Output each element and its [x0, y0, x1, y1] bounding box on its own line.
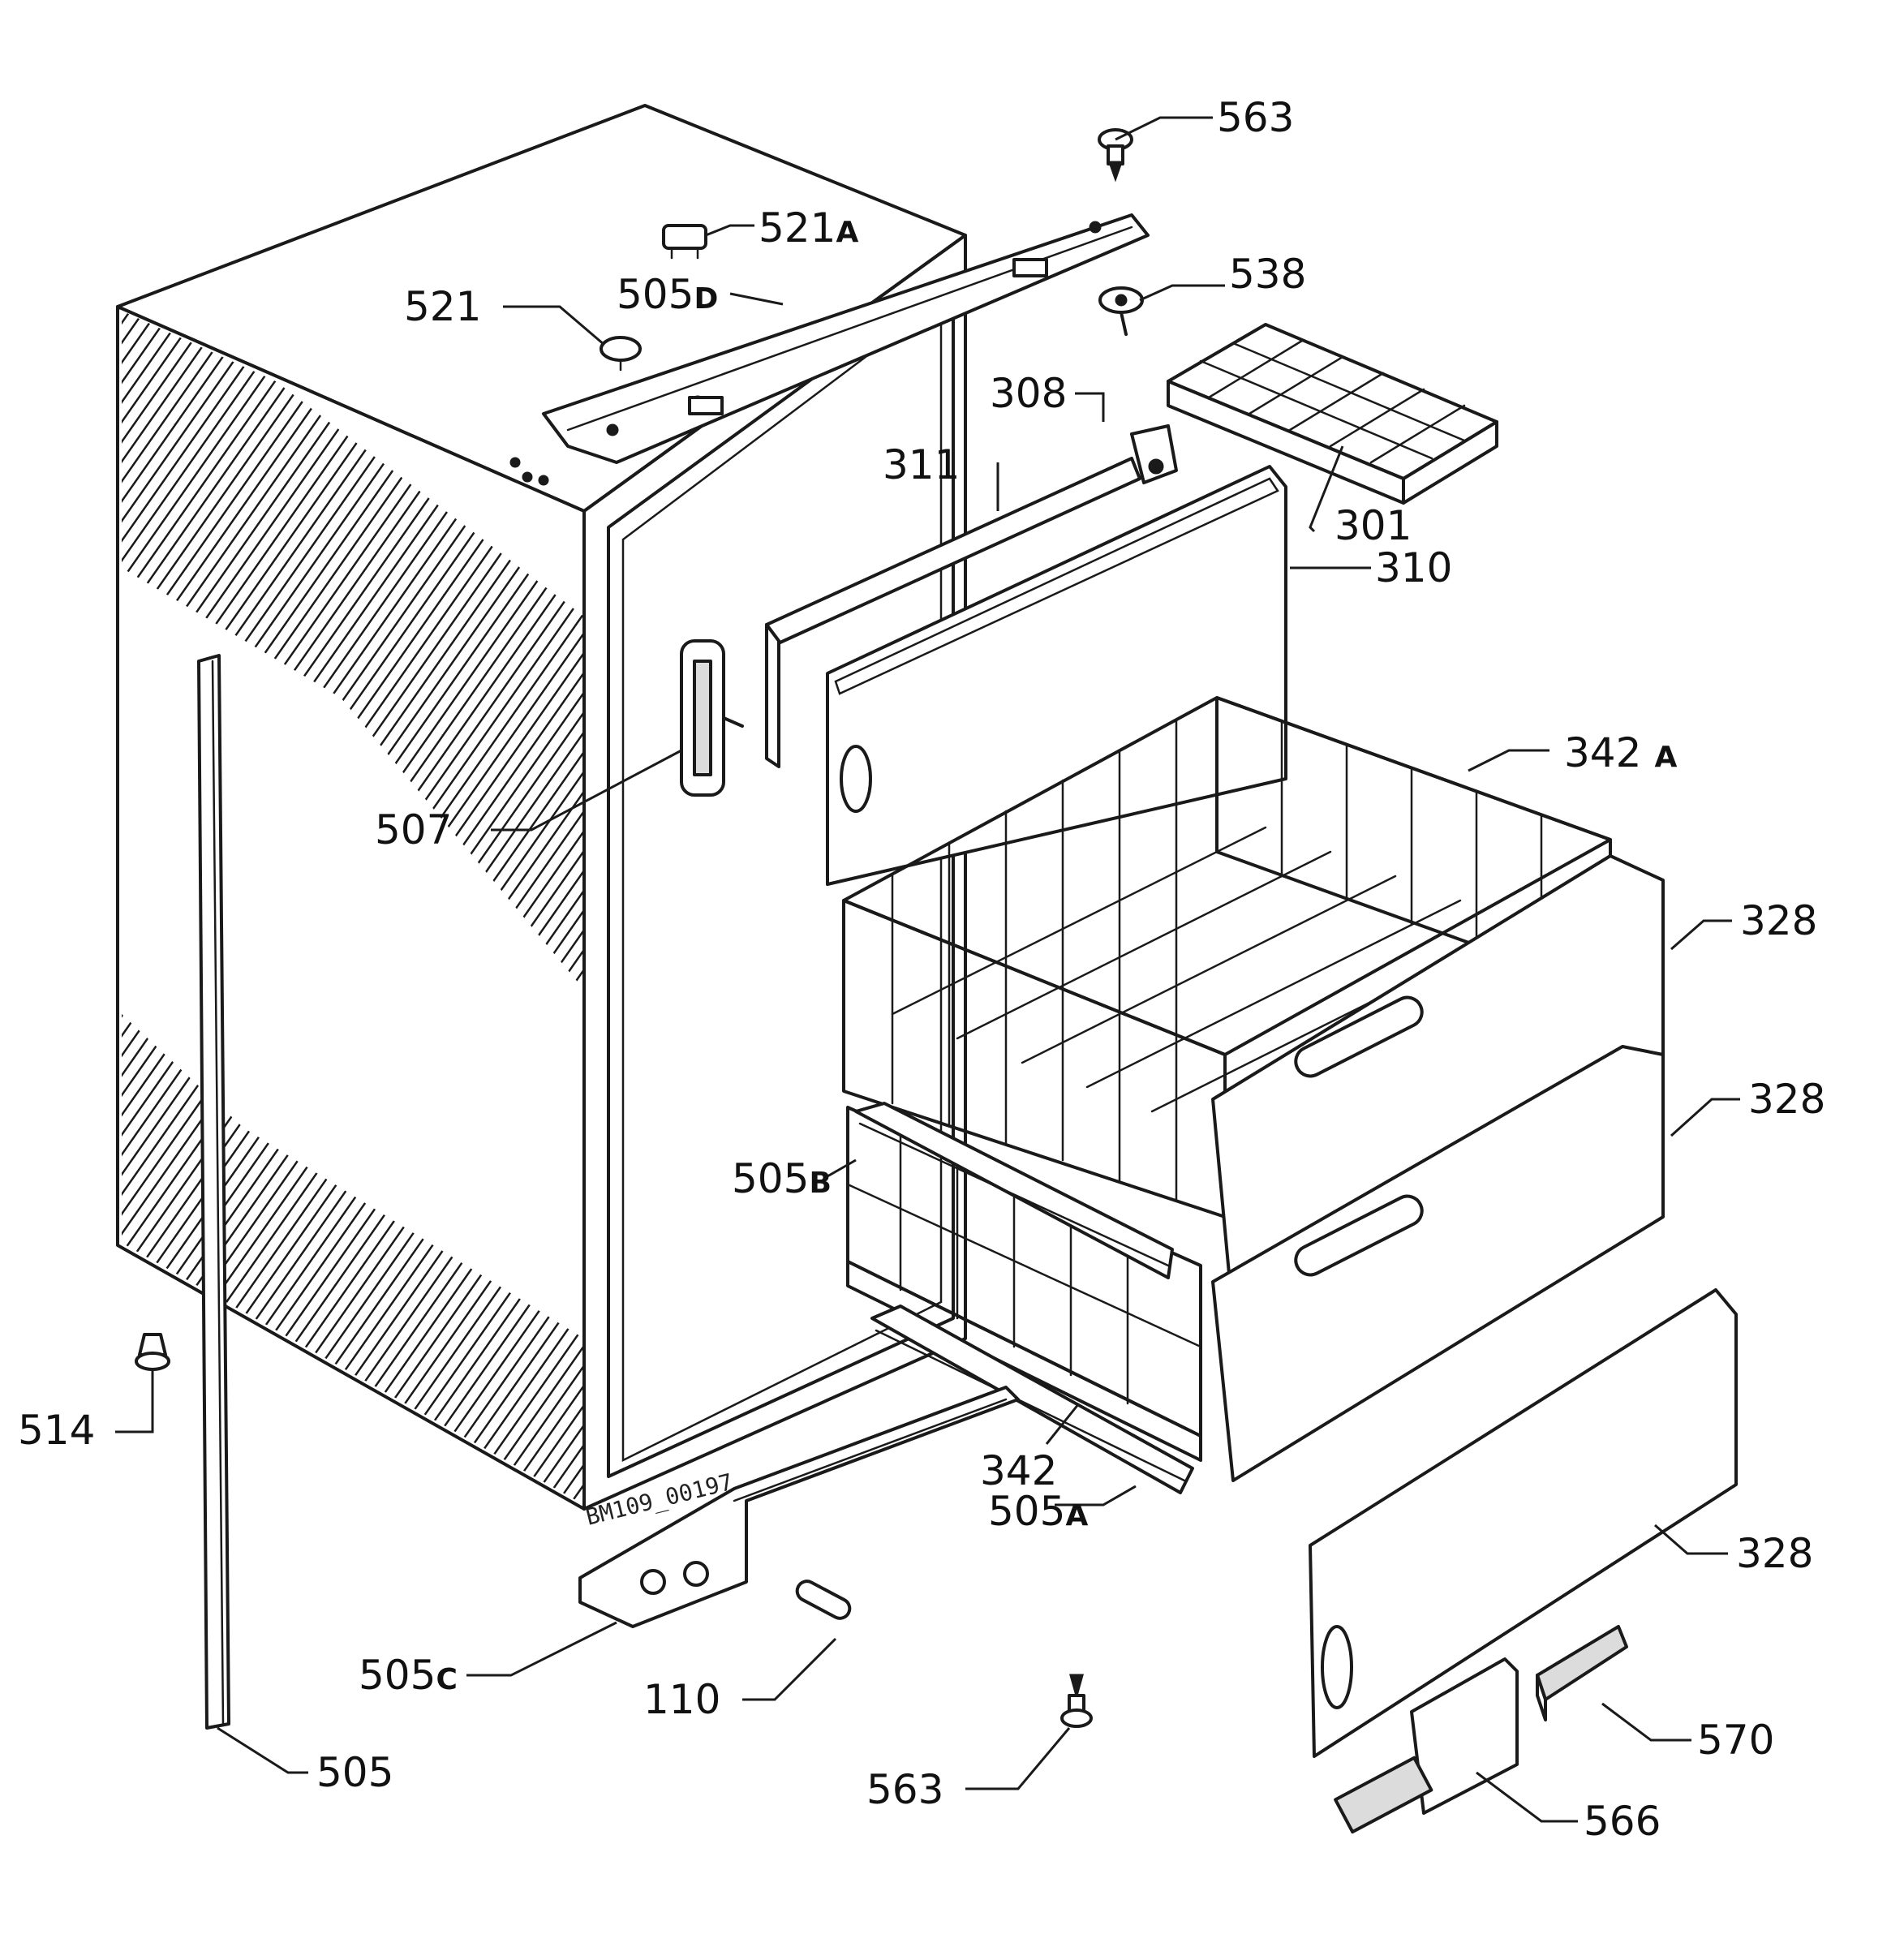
- callout-328-lower: 328: [1736, 1530, 1813, 1577]
- callout-308: 308: [990, 370, 1067, 417]
- callout-342: 342: [980, 1447, 1057, 1494]
- gasket-505: [197, 654, 230, 1730]
- callout-505C: 505C: [359, 1652, 458, 1699]
- leader-lines: [115, 116, 1740, 1823]
- handle-bracket-566: [1334, 1657, 1519, 1834]
- hinge-pin-538: [1098, 286, 1144, 336]
- callout-507: 507: [375, 806, 452, 853]
- callout-521A: 521A: [759, 204, 858, 251]
- ice-tray: [1167, 323, 1498, 505]
- top-hinge-bar: [509, 213, 1150, 486]
- freezer-flap: [765, 457, 1287, 886]
- pin-110: [795, 1580, 852, 1620]
- callout-311: 311: [883, 441, 960, 488]
- rail-505B: [854, 1102, 1174, 1279]
- bottom-hinge-505C: [578, 1386, 1020, 1628]
- callout-505: 505: [316, 1749, 393, 1796]
- callout-566: 566: [1584, 1798, 1661, 1845]
- callout-563-bottom: 563: [866, 1766, 943, 1813]
- screw-bottom: [1060, 1674, 1093, 1728]
- callout-521: 521: [404, 283, 481, 330]
- hinge-308: [1130, 424, 1178, 484]
- callout-301: 301: [1335, 502, 1412, 549]
- callout-570: 570: [1697, 1717, 1774, 1764]
- callout-328-upper: 328: [1740, 897, 1817, 944]
- callout-labels: 563 521A 538 521 505D 308 311 301 310 34…: [18, 94, 1825, 1845]
- foot-514: [135, 1333, 170, 1371]
- callout-514: 514: [18, 1407, 95, 1454]
- cap-521A: [662, 224, 707, 260]
- screw-top: [1098, 128, 1133, 183]
- door-handle-507: [680, 639, 744, 797]
- drawer-front-middle: [1211, 1045, 1665, 1482]
- callout-505D: 505D: [617, 271, 718, 318]
- drawer-front-upper: [1211, 854, 1665, 1275]
- callout-110: 110: [643, 1676, 720, 1723]
- callout-538: 538: [1229, 251, 1306, 298]
- callout-505A: 505A: [988, 1488, 1088, 1535]
- callout-310: 310: [1375, 544, 1452, 591]
- cabinet: BM109_00197: [116, 104, 967, 1532]
- callout-563-top: 563: [1217, 94, 1294, 141]
- rail-505A: [870, 1304, 1194, 1494]
- cover-570: [1536, 1625, 1628, 1721]
- wire-basket-lower: [846, 1106, 1202, 1462]
- drawer-front-lower: [1309, 1288, 1738, 1758]
- callout-505B: 505B: [732, 1155, 832, 1202]
- plug-521: [600, 336, 642, 372]
- callout-328-middle: 328: [1748, 1076, 1825, 1123]
